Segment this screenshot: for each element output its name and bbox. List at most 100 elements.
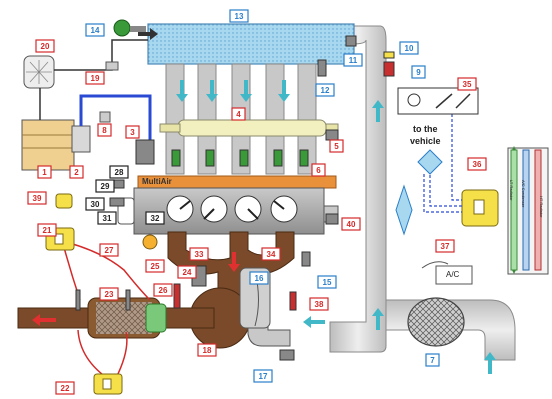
charge-air-cooler [147,23,355,65]
callout-number: 16 [255,274,264,283]
fuel-rail [159,119,339,137]
callout-18: 18 [197,343,217,357]
callout-2: 2 [69,165,84,179]
callout-box [317,275,337,289]
callout-39: 39 [27,191,47,205]
callout-21: 21 [37,223,57,237]
callout-25: 25 [145,259,165,273]
callout-box [425,353,440,367]
callout-box [125,125,140,139]
callout-box [177,265,197,279]
callout-28: 28 [109,165,129,179]
callout-number: 4 [236,110,241,119]
callout-30: 30 [85,197,105,211]
callout-box [37,165,52,179]
callout-box [153,283,173,297]
callout-box [253,369,273,383]
callout-number: 14 [91,26,100,35]
callout-14: 14 [85,23,105,37]
callout-box [35,39,55,53]
callout-box [37,223,57,237]
callout-box [315,83,335,97]
callout-number: 13 [235,12,244,21]
callout-box [27,191,47,205]
intake-runners [165,63,317,175]
sensor-panel [397,87,479,115]
callout-number: 34 [267,250,276,259]
callout-9: 9 [411,65,426,79]
callout-box [55,381,75,395]
callout-11: 11 [343,53,363,67]
callout-box [311,163,326,177]
callout-4: 4 [231,107,246,121]
callout-number: 25 [151,262,160,271]
callout-6: 6 [311,163,326,177]
callout-number: 17 [259,372,268,381]
callout-box [343,53,363,67]
callout-box [109,165,129,179]
callout-number: 15 [323,278,332,287]
air-filter [407,297,465,347]
callout-40: 40 [341,217,361,231]
callout-23: 23 [99,287,119,301]
heat-exchanger [395,149,443,236]
callout-36: 36 [467,157,487,171]
callout-number: 36 [473,160,482,169]
callout-box [435,239,455,253]
callout-number: 2 [74,168,79,177]
callout-38: 38 [309,297,329,311]
callout-number: 33 [195,250,204,259]
callout-number: 11 [349,56,358,65]
callout-number: 28 [115,168,124,177]
callout-box [189,247,209,261]
callout-number: 23 [105,290,114,299]
callout-37: 37 [435,239,455,253]
engine-block [117,175,339,235]
fuel-tank [21,119,91,171]
callout-number: 38 [315,300,324,309]
callout-box [145,259,165,273]
callout-number: 18 [203,346,212,355]
callout-1: 1 [37,165,52,179]
callout-box [95,179,115,193]
callout-box [309,297,329,311]
callout-box [411,65,426,79]
callout-5: 5 [329,139,344,153]
callout-box [85,197,105,211]
callout-number: 32 [151,214,160,223]
callout-number: 12 [321,86,330,95]
callout-27: 27 [99,243,119,257]
callout-24: 24 [177,265,197,279]
callout-box [231,107,246,121]
callout-number: 22 [61,384,70,393]
callout-box [145,211,165,225]
callout-number: 40 [347,220,356,229]
callout-32: 32 [145,211,165,225]
callout-number: 7 [430,356,435,365]
fuel-lines [39,39,152,160]
callout-box [457,77,477,91]
ac-label: A/C [446,270,460,279]
callout-number: 26 [159,286,168,295]
callout-number: 5 [334,142,339,151]
to-vehicle-label-line1: to the [413,124,438,134]
callout-box [197,343,217,357]
callout-8: 8 [97,123,112,137]
callout-number: 39 [33,194,42,203]
callout-3: 3 [125,125,140,139]
components-misc [55,19,395,361]
callout-19: 19 [85,71,105,85]
exhaust-arrows [32,252,240,326]
callout-26: 26 [153,283,173,297]
climate-control-unit [461,189,499,227]
callout-number: 6 [316,166,321,175]
callout-box [97,123,112,137]
callout-box [69,165,84,179]
callout-16: 16 [249,271,269,285]
callout-number: 9 [416,68,421,77]
lt-radiator-label: LT Radiator [509,180,514,201]
callout-box [85,23,105,37]
callout-35: 35 [457,77,477,91]
